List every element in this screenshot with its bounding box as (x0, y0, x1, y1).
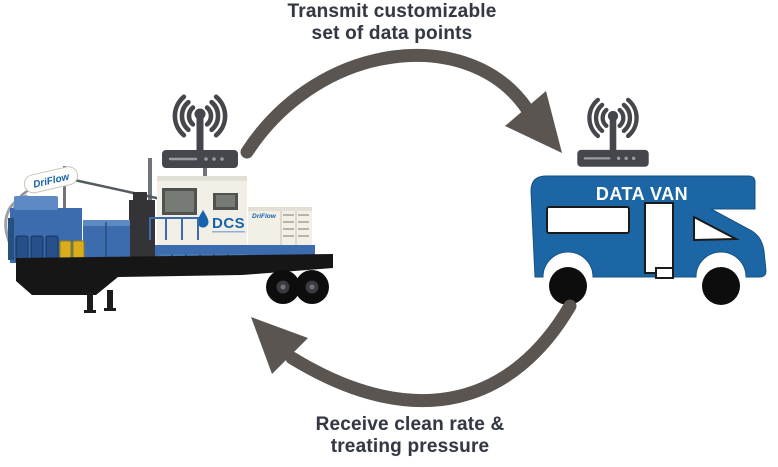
bottom-curved-arrow-icon (251, 299, 577, 408)
data-van-label: DATA VAN (596, 184, 688, 204)
driflow-flag: DriFlow (23, 166, 79, 194)
trailer-jack-leg (87, 292, 93, 311)
receive-caption: Receive clean rate & treating pressure (230, 414, 590, 458)
trailer-jack-leg (107, 290, 113, 311)
control-cabin: DCS (157, 176, 247, 252)
trailer-wheels (266, 270, 329, 304)
dcs-logo-text: DCS (212, 215, 245, 232)
van-antenna-icon (577, 97, 649, 167)
trailer-frame (16, 254, 333, 313)
van-front-wheel (702, 267, 740, 305)
driflow-truck-illustration: DriFlow DCS (4, 158, 333, 313)
generator-label: DriFlow (252, 213, 277, 220)
van-windshield (693, 215, 740, 242)
receive-caption-line2: treating pressure (330, 436, 490, 457)
generator-unit: DriFlow (248, 207, 312, 248)
van-step (655, 267, 674, 279)
data-van-illustration: DATA VAN (530, 175, 767, 305)
mixer-box (83, 220, 130, 263)
van-rear-wheel (549, 267, 587, 305)
dcs-logo: DCS (197, 210, 245, 233)
flag-pole (63, 166, 66, 210)
truck-mast (148, 158, 152, 220)
van-window (546, 206, 630, 234)
dcs-drop-icon (197, 210, 209, 228)
blender-unit (8, 196, 85, 264)
platform-railing (149, 217, 199, 240)
truck-antenna-icon (162, 94, 238, 168)
receive-caption-line1: Receive clean rate & (315, 414, 505, 435)
transmit-caption: Transmit customizable set of data points (212, 1, 572, 45)
transmit-caption-line1: Transmit customizable (287, 1, 497, 22)
top-curved-arrow-icon (240, 49, 562, 159)
transmit-caption-line2: set of data points (311, 23, 473, 44)
